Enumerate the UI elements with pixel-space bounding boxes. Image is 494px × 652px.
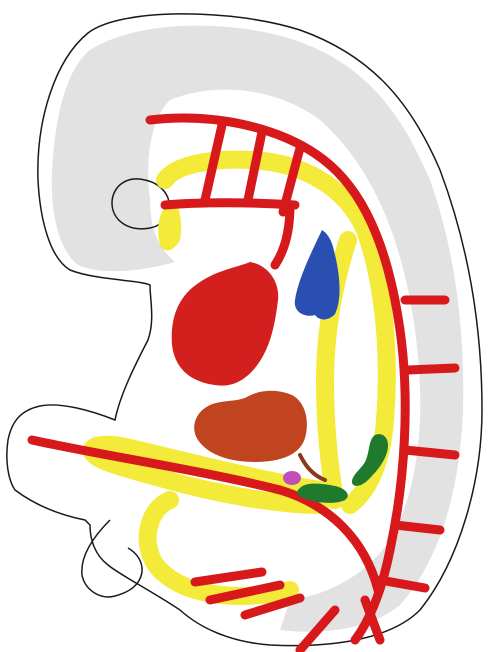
segmental-artery-2 <box>408 368 455 370</box>
segmental-artery-4 <box>395 525 440 530</box>
arch-base <box>165 203 295 205</box>
segmental-artery-3 <box>405 450 455 455</box>
gallbladder <box>283 471 301 485</box>
